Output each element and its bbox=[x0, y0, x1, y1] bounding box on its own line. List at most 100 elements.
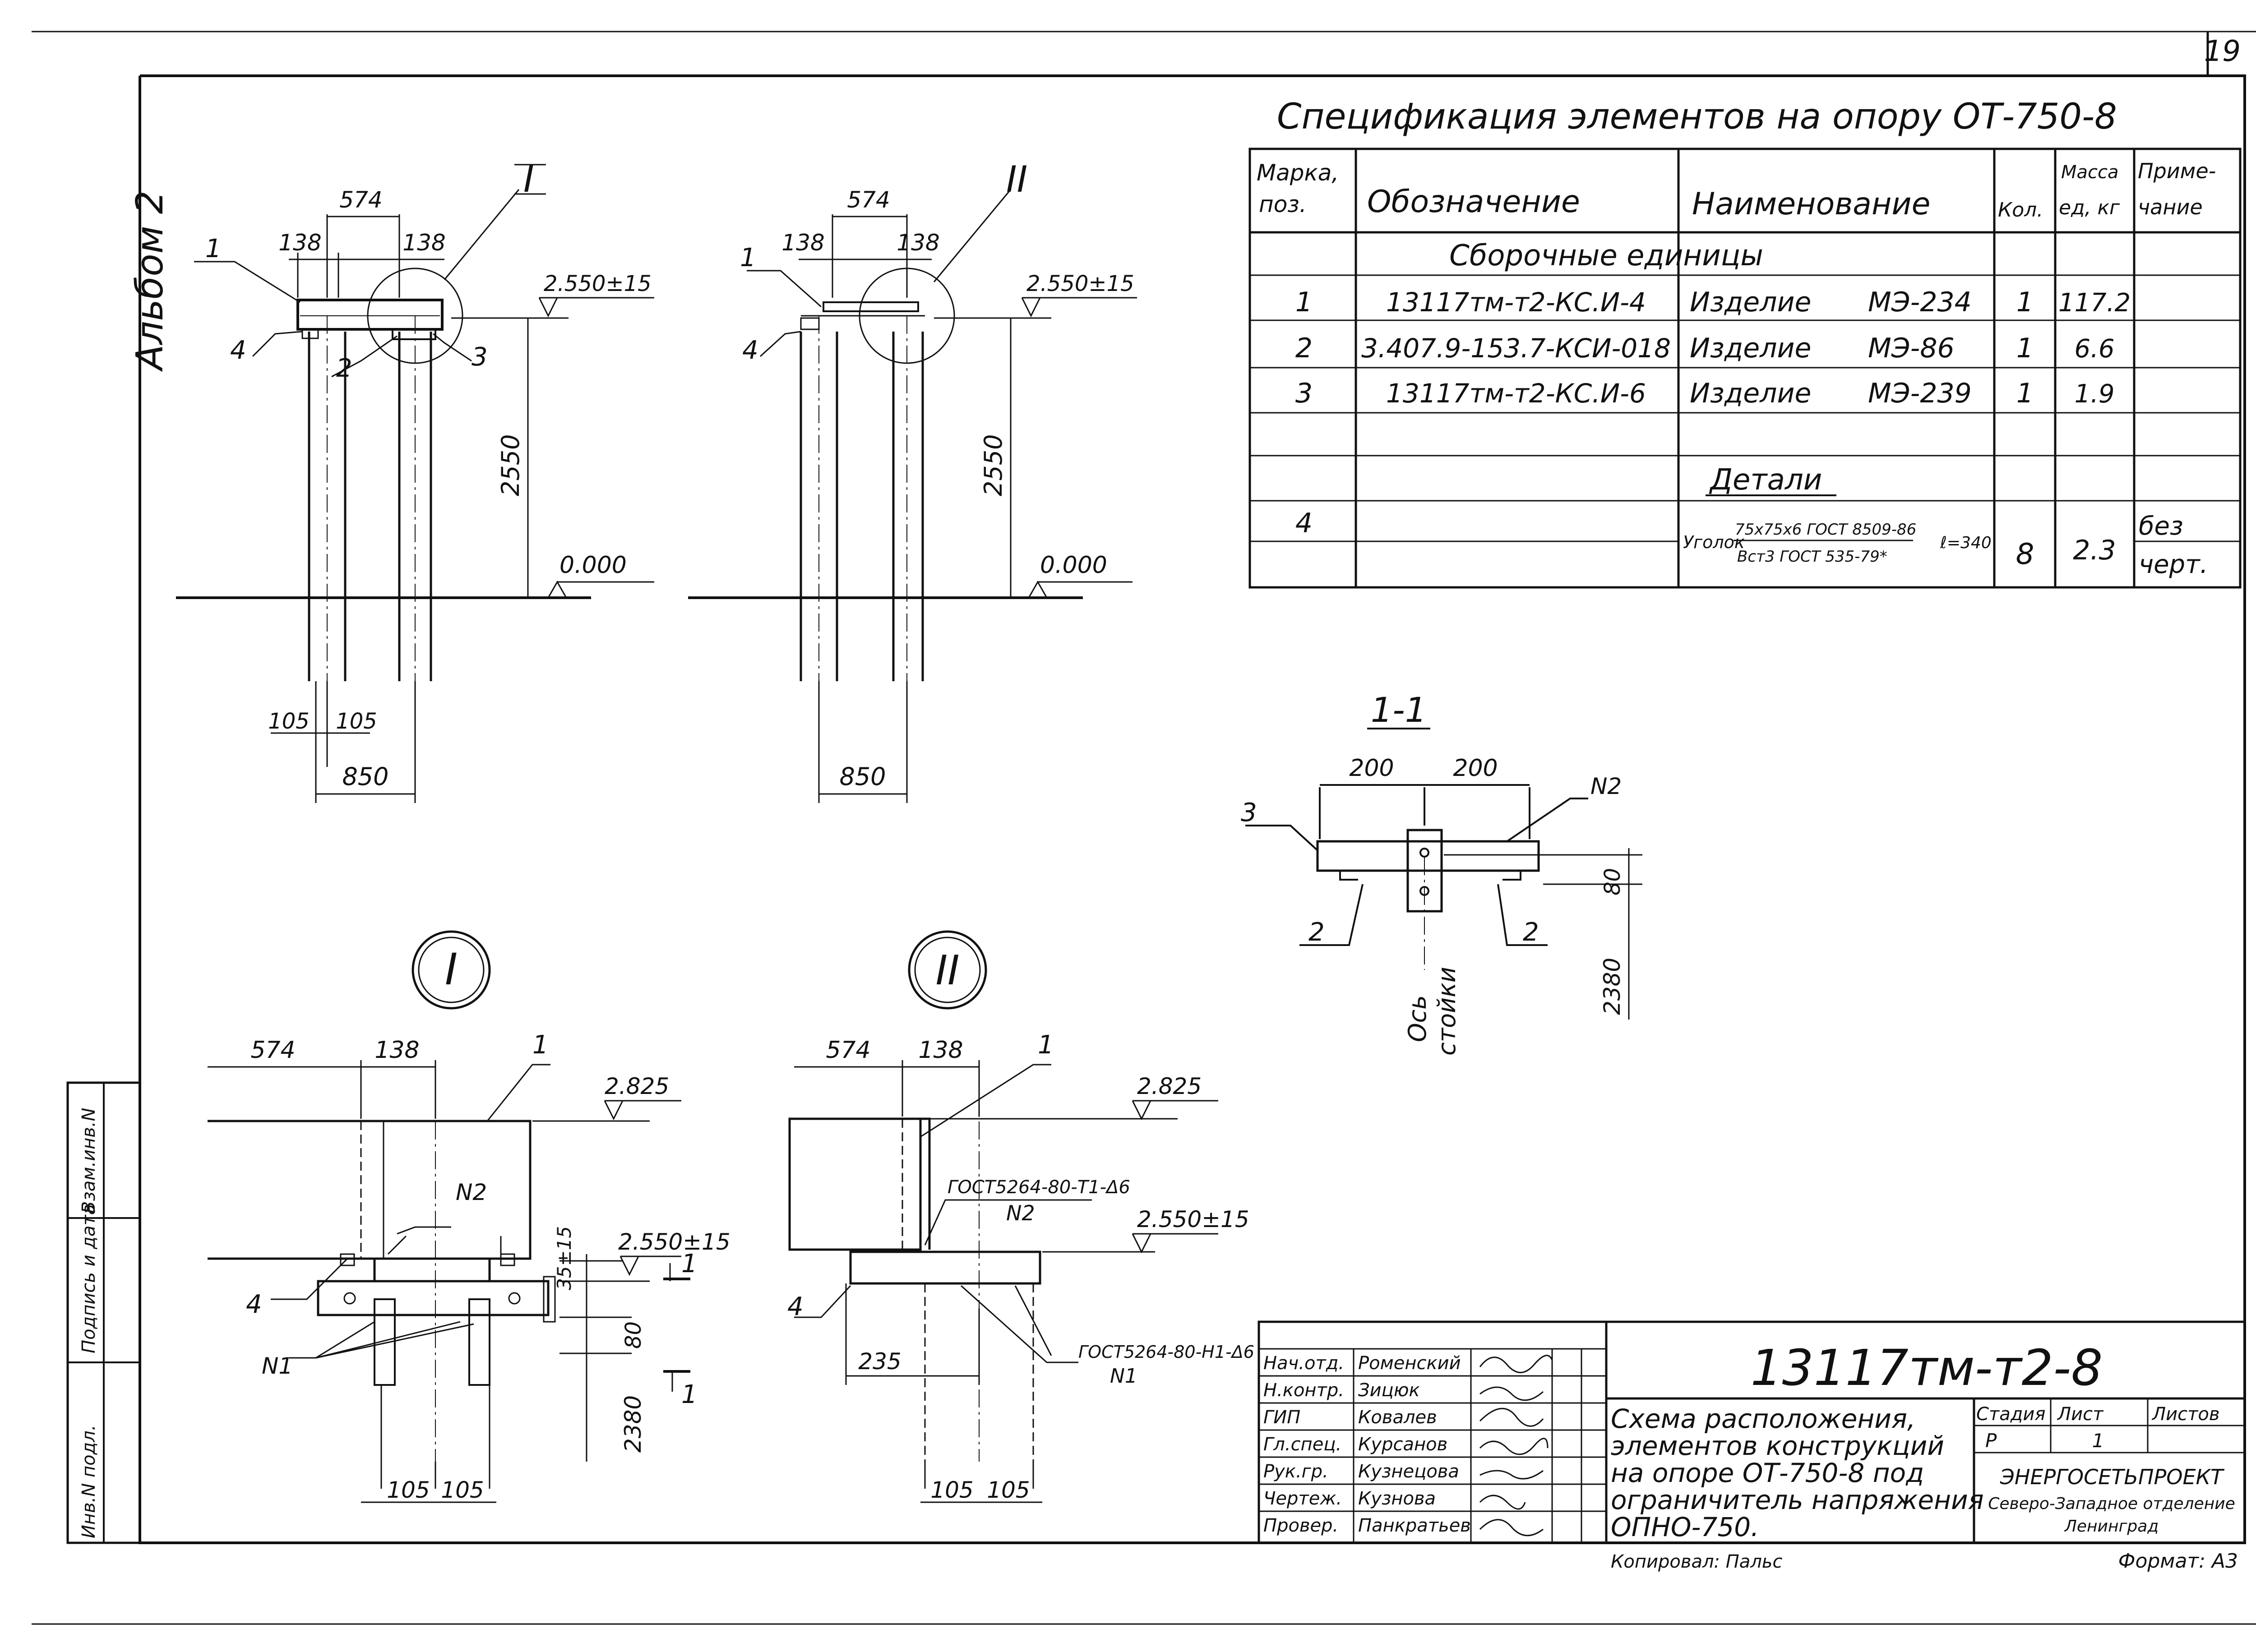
svg-text:80: 80 bbox=[1600, 868, 1625, 895]
svg-text:1: 1 bbox=[2016, 286, 2034, 318]
svg-text:МЭ-234: МЭ-234 bbox=[1868, 286, 1972, 318]
svg-text:Копировал: Пальс: Копировал: Пальс bbox=[1611, 1551, 1782, 1572]
svg-text:Рук.гр.: Рук.гр. bbox=[1263, 1461, 1328, 1482]
spec-row: 1 13117тм-т2-КС.И-4 Изделие МЭ-234 1 117… bbox=[1295, 286, 2131, 318]
th-name: Наименование bbox=[1692, 186, 1930, 222]
svg-text:4: 4 bbox=[1295, 508, 1313, 539]
spec-title: Спецификация элементов на опору ОТ-750-8 bbox=[1277, 97, 2117, 137]
svg-text:ГИП: ГИП bbox=[1263, 1407, 1300, 1428]
detail-II: II bbox=[787, 930, 1254, 1503]
svg-text:2380: 2380 bbox=[620, 1395, 646, 1453]
svg-text:3: 3 bbox=[1241, 798, 1257, 827]
svg-text:ГОСТ5264-80-Н1-Δ6: ГОСТ5264-80-Н1-Δ6 bbox=[1078, 1342, 1254, 1362]
th-mark-1: Марка, bbox=[1257, 160, 1339, 186]
detail-I: I bbox=[208, 930, 730, 1503]
svg-text:Панкратьев: Панкратьев bbox=[1358, 1515, 1471, 1536]
section-details: Детали bbox=[1709, 463, 1822, 497]
svg-text:8: 8 bbox=[2016, 538, 2034, 571]
th-qty: Кол. bbox=[1998, 198, 2043, 221]
svg-text:N1: N1 bbox=[262, 1353, 293, 1379]
svg-text:элементов конструкций: элементов конструкций bbox=[1611, 1431, 1944, 1461]
svg-text:2.550±15: 2.550±15 bbox=[544, 271, 652, 296]
svg-text:2.550±15: 2.550±15 bbox=[1137, 1206, 1249, 1232]
svg-text:2.550±15: 2.550±15 bbox=[1026, 271, 1134, 296]
svg-text:117.2: 117.2 bbox=[2058, 288, 2131, 318]
svg-text:Гл.спец.: Гл.спец. bbox=[1263, 1434, 1341, 1455]
svg-text:стойки: стойки bbox=[1433, 967, 1461, 1056]
svg-text:1: 1 bbox=[2016, 332, 2034, 364]
svg-text:Северо-Западное отделение: Северо-Западное отделение bbox=[1988, 1495, 2235, 1513]
svg-text:1: 1 bbox=[681, 1380, 698, 1409]
svg-text:1-1: 1-1 bbox=[1371, 690, 1427, 730]
svg-text:Изделие: Изделие bbox=[1690, 286, 1811, 318]
svg-text:105: 105 bbox=[987, 1477, 1030, 1503]
svg-text:850: 850 bbox=[342, 762, 388, 791]
section-assembly-units: Сборочные единицы bbox=[1449, 239, 1763, 272]
svg-text:2: 2 bbox=[336, 354, 352, 383]
svg-text:Кузнецова: Кузнецова bbox=[1358, 1461, 1459, 1482]
svg-text:Ось: Ось bbox=[1403, 995, 1432, 1042]
stamp-sign-date: Подпись и дата bbox=[79, 1204, 99, 1353]
signatures bbox=[1479, 1355, 1553, 1537]
svg-text:на опоре ОТ-750-8 под: на опоре ОТ-750-8 под bbox=[1611, 1458, 1924, 1488]
svg-text:138: 138 bbox=[374, 1037, 419, 1064]
svg-text:138: 138 bbox=[781, 230, 824, 256]
svg-text:75х75х6 ГОСТ 8509-86: 75х75х6 ГОСТ 8509-86 bbox=[1735, 521, 1916, 539]
svg-text:Ковалев: Ковалев bbox=[1358, 1407, 1437, 1428]
svg-text:ЭНЕРГОСЕТЬПРОЕКТ: ЭНЕРГОСЕТЬПРОЕКТ bbox=[2000, 1465, 2225, 1489]
svg-text:Стадия: Стадия bbox=[1976, 1404, 2045, 1425]
svg-text:105: 105 bbox=[268, 709, 310, 734]
svg-text:1: 1 bbox=[2092, 1430, 2104, 1452]
svg-text:МЭ-86: МЭ-86 bbox=[1868, 332, 1955, 364]
svg-text:Чертеж.: Чертеж. bbox=[1263, 1488, 1342, 1509]
svg-text:2: 2 bbox=[1523, 918, 1539, 947]
svg-text:3.407.9-153.7-КСИ-018: 3.407.9-153.7-КСИ-018 bbox=[1361, 333, 1671, 364]
svg-text:ℓ=340: ℓ=340 bbox=[1940, 534, 1992, 552]
svg-text:105: 105 bbox=[930, 1477, 973, 1503]
support-view-right: 574 138 138 II 2.550±15 2550 0.000 1 4 8… bbox=[688, 158, 1137, 803]
sheet-number: 19 bbox=[2204, 35, 2241, 68]
svg-text:Листов: Листов bbox=[2151, 1404, 2219, 1425]
svg-text:ОПНО-750.: ОПНО-750. bbox=[1611, 1512, 1759, 1542]
svg-text:138: 138 bbox=[402, 230, 445, 256]
th-mass-2: ед, кг bbox=[2059, 196, 2120, 219]
svg-text:без: без bbox=[2139, 512, 2183, 541]
svg-text:N2: N2 bbox=[456, 1179, 487, 1205]
svg-text:МЭ-239: МЭ-239 bbox=[1868, 378, 1972, 409]
spec-row: 3 13117тм-т2-КС.И-6 Изделие МЭ-239 1 1.9 bbox=[1295, 378, 2115, 409]
svg-text:138: 138 bbox=[918, 1037, 963, 1064]
th-mark-2: поз. bbox=[1259, 191, 1307, 217]
svg-text:Вст3 ГОСТ 535-79*: Вст3 ГОСТ 535-79* bbox=[1737, 548, 1887, 566]
callout-II: II bbox=[1006, 158, 1027, 200]
svg-text:4: 4 bbox=[230, 336, 246, 365]
section-1-1: 1-1 200 200 N2 3 2 2 80 238 bbox=[1241, 690, 1642, 1056]
svg-text:2: 2 bbox=[1295, 332, 1313, 364]
th-mass-1: Масса bbox=[2061, 162, 2119, 183]
svg-text:13117тм-т2-КС.И-6: 13117тм-т2-КС.И-6 bbox=[1386, 378, 1646, 409]
album-label: Альбом 2 bbox=[129, 190, 171, 372]
svg-text:1: 1 bbox=[740, 243, 756, 272]
svg-text:Изделие: Изделие bbox=[1690, 378, 1811, 409]
th-designation: Обозначение bbox=[1367, 184, 1580, 220]
svg-text:черт.: черт. bbox=[2139, 550, 2208, 579]
svg-text:ограничитель напряжения: ограничитель напряжения bbox=[1611, 1485, 1984, 1515]
svg-text:2.825: 2.825 bbox=[605, 1073, 669, 1099]
svg-text:200: 200 bbox=[1349, 755, 1394, 782]
spec-table: Спецификация элементов на опору ОТ-750-8… bbox=[1248, 97, 2242, 589]
svg-text:2380: 2380 bbox=[1599, 958, 1625, 1015]
svg-text:Изделие: Изделие bbox=[1690, 332, 1811, 364]
svg-text:Нач.отд.: Нач.отд. bbox=[1263, 1353, 1344, 1374]
svg-text:1: 1 bbox=[681, 1249, 698, 1278]
svg-text:2550: 2550 bbox=[496, 434, 525, 496]
svg-text:138: 138 bbox=[278, 230, 321, 256]
svg-text:2.3: 2.3 bbox=[2073, 535, 2116, 566]
svg-text:Провер.: Провер. bbox=[1263, 1515, 1338, 1536]
svg-text:200: 200 bbox=[1453, 755, 1498, 782]
svg-text:4: 4 bbox=[787, 1292, 804, 1321]
svg-text:Уголок: Уголок bbox=[1683, 532, 1745, 552]
svg-text:I: I bbox=[445, 944, 458, 995]
svg-text:4: 4 bbox=[742, 336, 758, 365]
svg-text:80: 80 bbox=[621, 1321, 646, 1349]
svg-text:105: 105 bbox=[441, 1477, 484, 1503]
